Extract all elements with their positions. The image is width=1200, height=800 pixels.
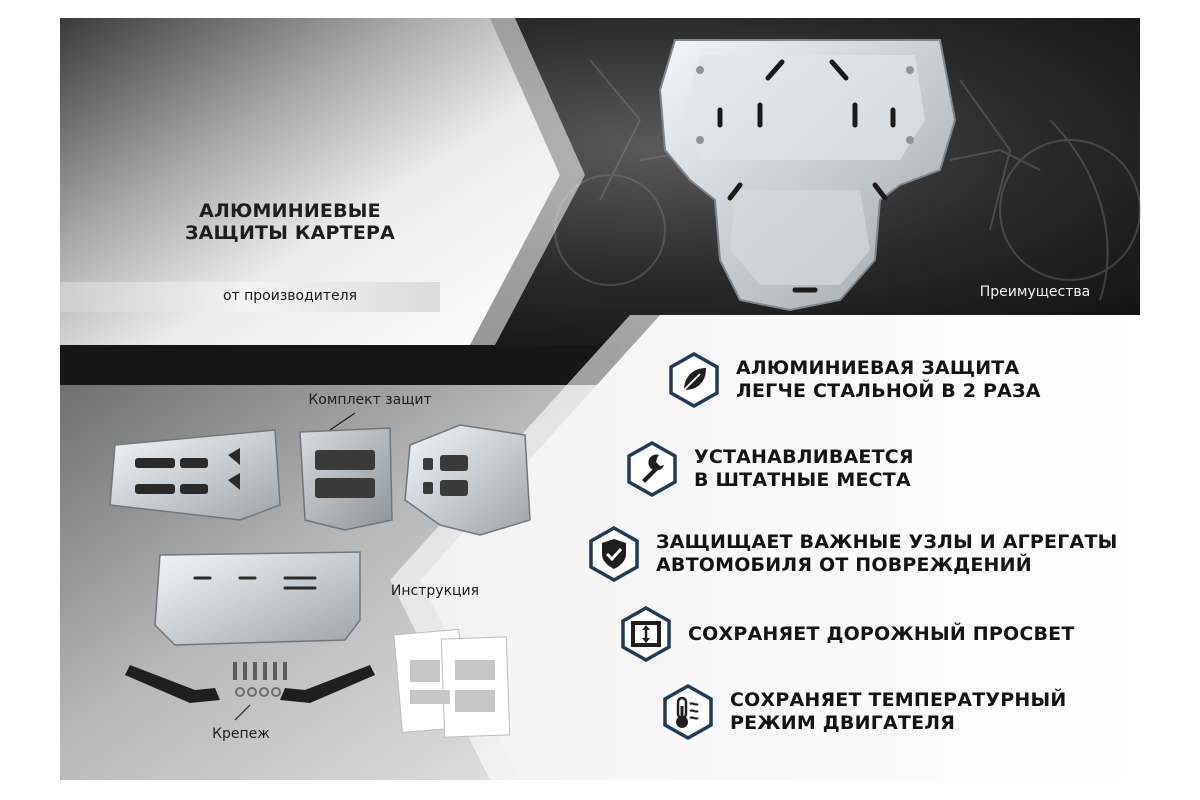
advantage-line-1: СОХРАНЯЕТ ДОРОЖНЫЙ ПРОСВЕТ: [688, 622, 1075, 645]
advantage-line-1: СОХРАНЯЕТ ТЕМПЕРАТУРНЫЙ: [730, 689, 1067, 711]
advantage-line-2: АВТОМОБИЛЯ ОТ ПОВРЕЖДЕНИЙ: [656, 554, 1032, 576]
advantage-line-2: ЛЕГЧЕ СТАЛЬНОЙ В 2 РАЗА: [736, 380, 1041, 402]
advantage-line-2: РЕЖИМ ДВИГАТЕЛЯ: [730, 712, 956, 734]
advantage-line-1: АЛЮМИНИЕВАЯ ЗАЩИТА: [736, 357, 1020, 379]
plate-set-label: Комплект защит: [308, 392, 432, 408]
advantage-line-1: ЗАЩИЩАЕТ ВАЖНЫЕ УЗЛЫ И АГРЕГАТЫ: [656, 531, 1118, 553]
advantage-item: УСТАНАВЛИВАЕТСЯ В ШТАТНЫЕ МЕСТА: [626, 441, 914, 497]
fasteners-label: Крепеж: [212, 726, 270, 742]
leaf-icon: [669, 352, 719, 408]
advantages-caption: Преимущества: [979, 284, 1091, 300]
advantage-line-2: В ШТАТНЫЕ МЕСТА: [694, 469, 911, 491]
advantage-item: СОХРАНЯЕТ ДОРОЖНЫЙ ПРОСВЕТ: [620, 606, 1075, 662]
ground-clearance-icon: [621, 606, 671, 662]
advantage-line-1: УСТАНАВЛИВАЕТСЯ: [694, 446, 914, 468]
main-title-line-2: ЗАЩИТЫ КАРТЕРА: [184, 222, 396, 244]
main-title-line-1: АЛЮМИНИЕВЫЕ: [199, 200, 381, 222]
advantage-item: ЗАЩИЩАЕТ ВАЖНЫЕ УЗЛЫ И АГРЕГАТЫ АВТОМОБИ…: [588, 526, 1118, 582]
advantage-item: АЛЮМИНИЕВАЯ ЗАЩИТА ЛЕГЧЕ СТАЛЬНОЙ В 2 РА…: [668, 352, 1041, 408]
shield-check-icon: [589, 526, 639, 582]
advantage-item: СОХРАНЯЕТ ТЕМПЕРАТУРНЫЙ РЕЖИМ ДВИГАТЕЛЯ: [662, 684, 1066, 740]
wrench-icon: [627, 441, 677, 497]
thermometer-icon: [663, 684, 713, 740]
manufacturer-subtitle: от производителя: [222, 288, 358, 304]
main-title: АЛЮМИНИЕВЫЕ ЗАЩИТЫ КАРТЕРА: [160, 200, 420, 244]
instructions-label: Инструкция: [390, 583, 480, 599]
